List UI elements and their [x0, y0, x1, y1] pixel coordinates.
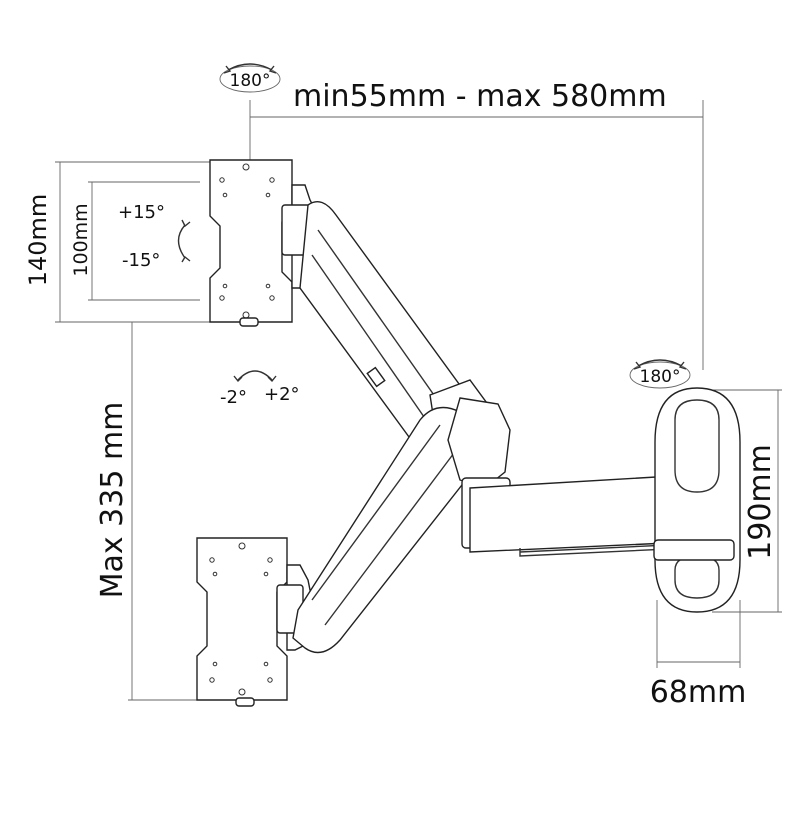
plate-height-label: 140mm	[24, 194, 52, 287]
vesa-plate-upper	[209, 159, 293, 327]
level-left-label: -2°	[220, 387, 247, 408]
tilt-down-label: -15°	[122, 250, 160, 271]
rotation-arcs	[177, 63, 691, 389]
vesa-plate-lower	[196, 537, 288, 707]
rotation-top-label: 180°	[230, 71, 271, 91]
wall-plate	[653, 387, 741, 613]
dimension-lines	[55, 100, 782, 701]
level-right-label: +2°	[264, 384, 300, 405]
reach-label: min55mm - max 580mm	[293, 79, 667, 114]
height-range-label: Max 335 mm	[95, 402, 130, 599]
tilt-arrow-icon	[177, 224, 186, 259]
rotation-oval-top	[219, 65, 281, 93]
level-arrow-icon	[237, 370, 273, 381]
rotation-oval-right	[629, 361, 691, 389]
tilt-up-label: +15°	[118, 202, 165, 223]
wall-height-label: 190mm	[743, 444, 778, 560]
rotation-right-label: 180°	[640, 367, 681, 387]
rotation-arrow-right-icon	[637, 359, 683, 367]
rotation-arrow-top-icon	[227, 63, 273, 71]
wall-depth-label: 68mm	[650, 675, 747, 710]
vesa-label: 100mm	[70, 203, 92, 276]
